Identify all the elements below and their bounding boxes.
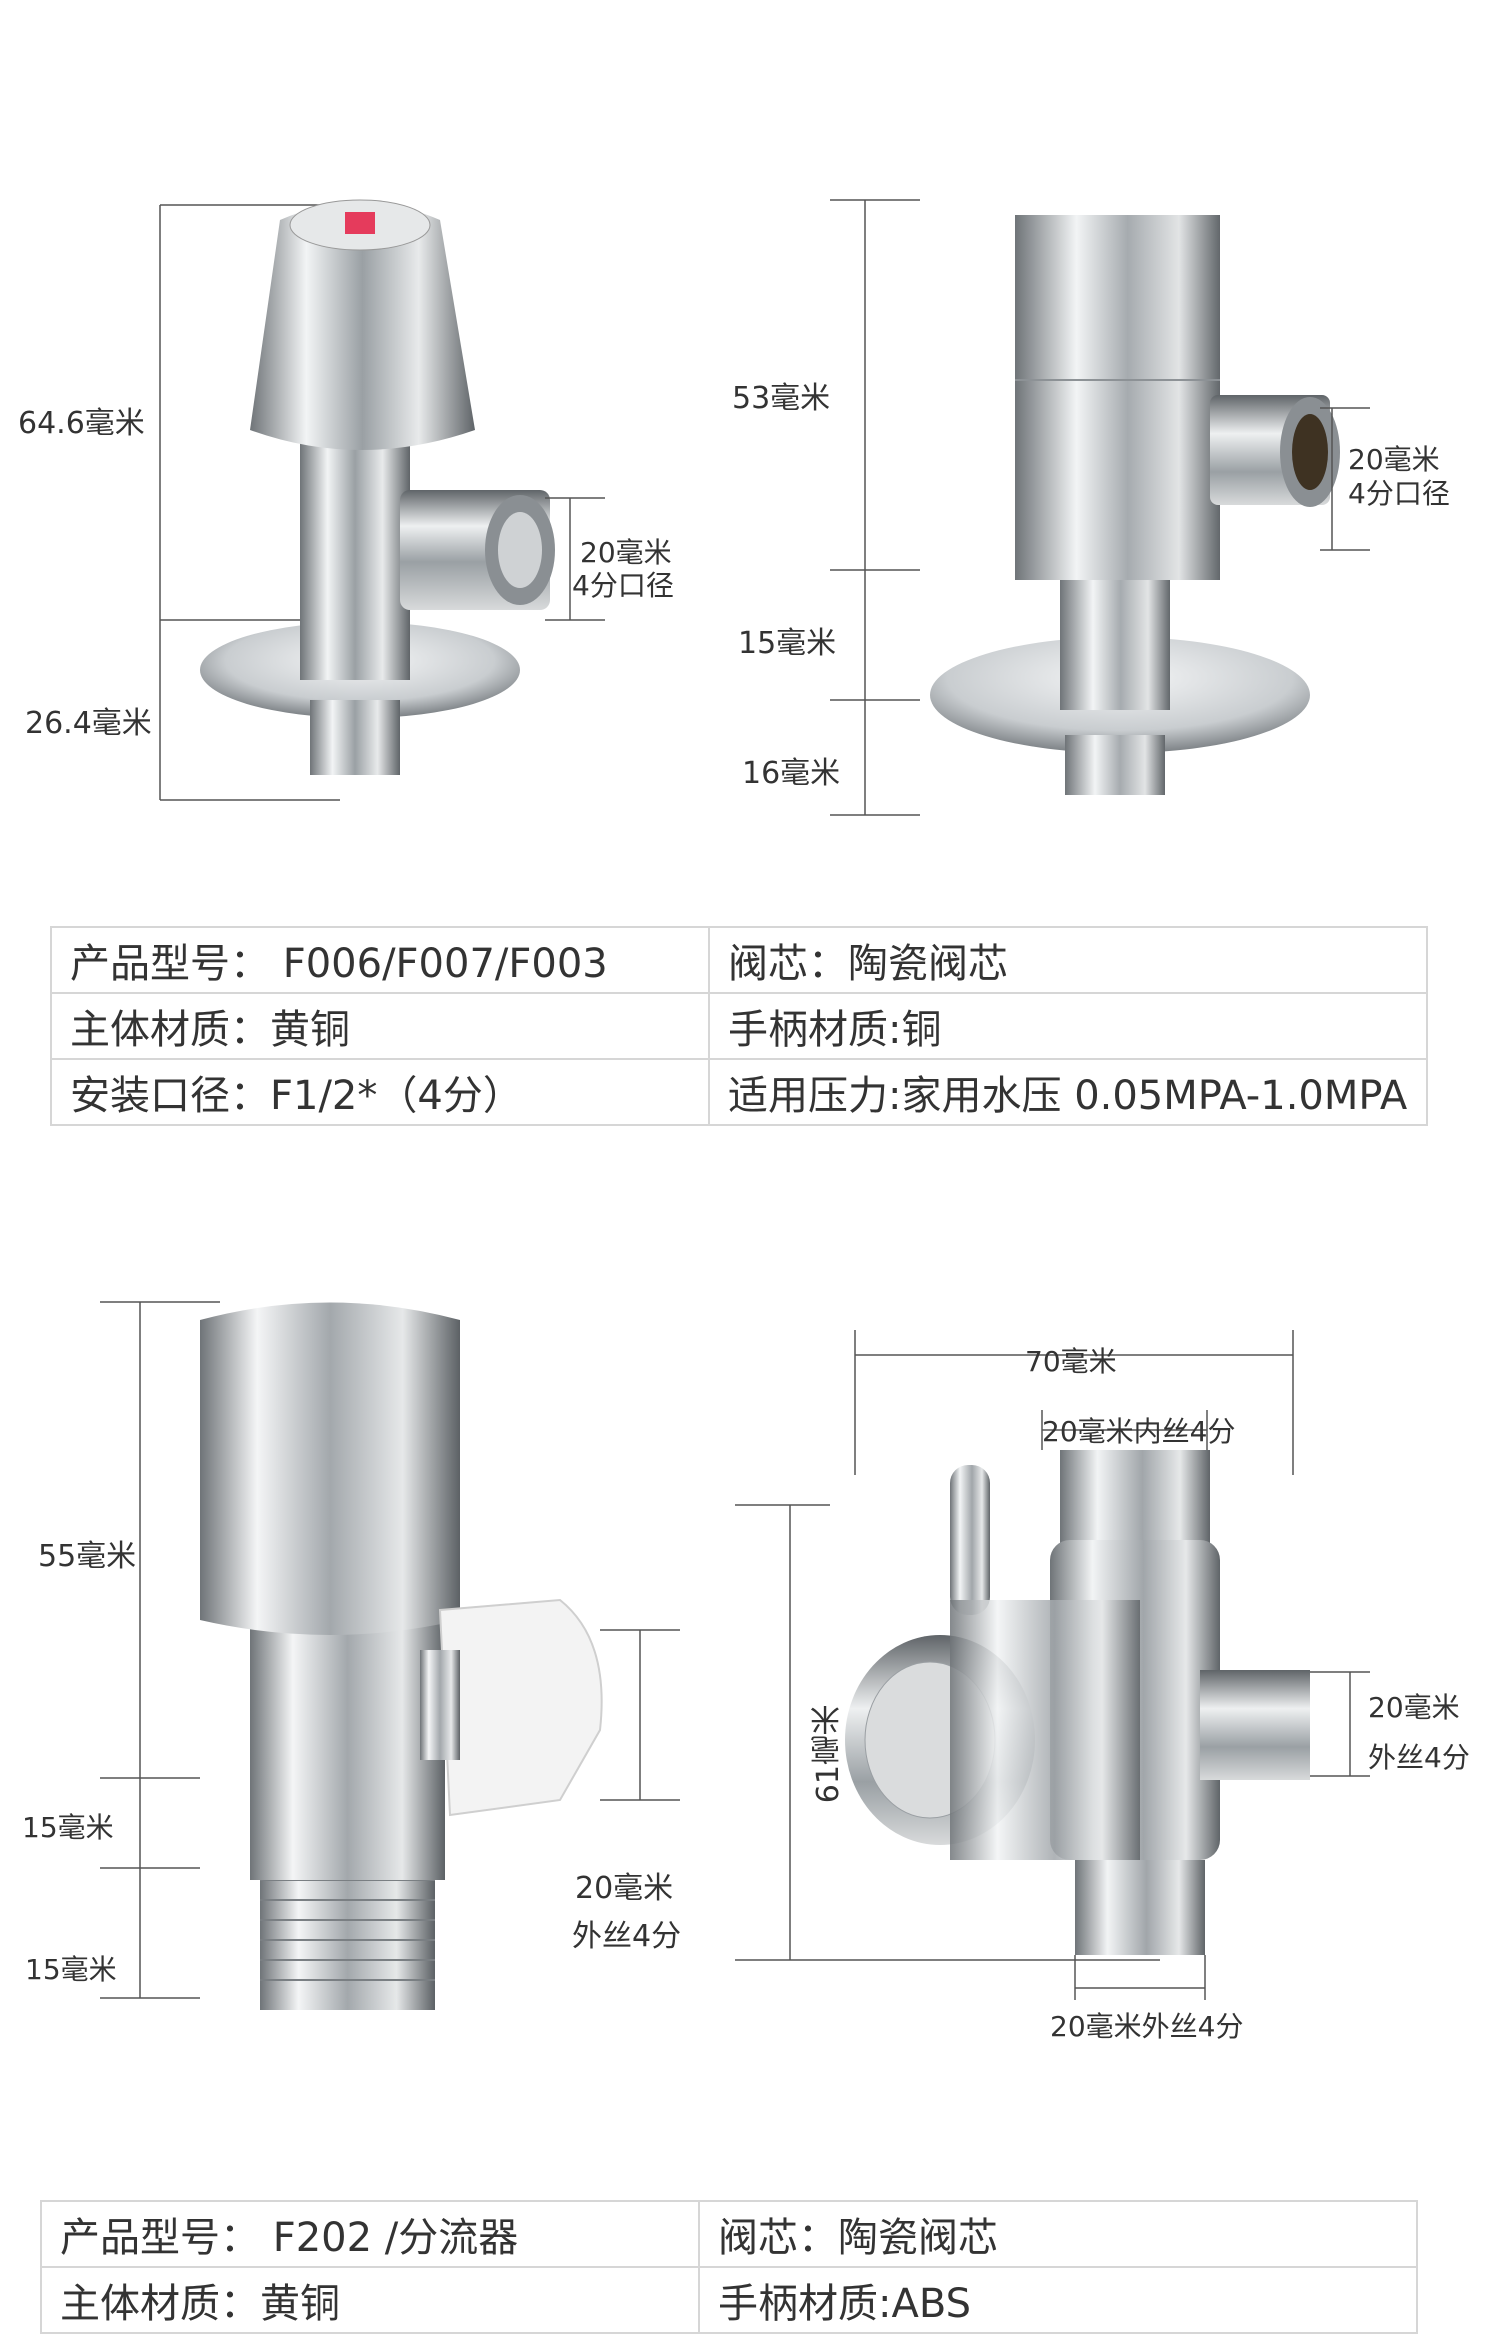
spec-pressure: 适用压力:家用水压 0.05MPA-1.0MPA [708, 1058, 1428, 1126]
product-4-dim-top-inlet: 20毫米内丝4分 [1042, 1415, 1236, 1448]
spec-model: 产品型号： F202 /分流器 [40, 2200, 700, 2268]
spec-body-material: 主体材质：黄铜 [50, 992, 710, 1060]
product-3-dim-top: 55毫米 [38, 1539, 137, 1574]
spec-table-1: 产品型号： F006/F007/F003 阀芯：陶瓷阀芯 主体材质：黄铜 手柄材… [50, 926, 1428, 1126]
spec-body-material: 主体材质：黄铜 [40, 2266, 700, 2334]
product-1-dim-outlet-size: 20毫米 [580, 536, 672, 569]
product-1-valve-illustration [159, 199, 605, 801]
spec-valve-core: 阀芯：陶瓷阀芯 [708, 926, 1428, 994]
table-row: 安装口径：F1/2*（4分） 适用压力:家用水压 0.05MPA-1.0MPA [50, 1058, 1428, 1126]
product-3-valve-illustration [100, 1301, 680, 2010]
spec-handle-material: 手柄材质:ABS [698, 2266, 1418, 2334]
spec-table-2: 产品型号： F202 /分流器 阀芯：陶瓷阀芯 主体材质：黄铜 手柄材质:ABS [40, 2200, 1418, 2334]
spec-handle-material: 手柄材质:铜 [708, 992, 1428, 1060]
product-4-diverter-illustration [735, 1330, 1370, 2000]
product-4-dim-bottom-outlet: 20毫米外丝4分 [1050, 2010, 1244, 2043]
product-4-dim-height: 61毫米 [811, 1705, 846, 1804]
product-1-figure: 64.6毫米 26.4毫米 20毫米 4分口径 [0, 180, 720, 840]
product-1-dim-total: 64.6毫米 [18, 406, 145, 441]
table-row: 主体材质：黄铜 手柄材质:铜 [50, 992, 1428, 1060]
product-4-dim-side-size: 20毫米 [1368, 1691, 1460, 1724]
spec-install-size: 安装口径：F1/2*（4分） [50, 1058, 710, 1126]
product-1-dim-base: 26.4毫米 [25, 706, 152, 741]
product-2-dim-mid: 15毫米 [738, 626, 837, 661]
product-1-dim-outlet-caliber: 4分口径 [572, 569, 674, 602]
product-3-dim-outlet-size: 20毫米 [575, 1871, 674, 1906]
product-4-figure: 70毫米 20毫米内丝4分 61毫米 20毫米 外丝4分 20毫米外丝4分 [720, 1300, 1500, 2060]
product-4-dim-side-thread: 外丝4分 [1368, 1741, 1470, 1774]
spec-valve-core: 阀芯：陶瓷阀芯 [698, 2200, 1418, 2268]
product-2-figure: 53毫米 15毫米 16毫米 20毫米 4分口径 [720, 180, 1500, 840]
product-3-figure: 55毫米 15毫米 15毫米 20毫米 外丝4分 [0, 1280, 720, 2040]
product-2-dim-top: 53毫米 [732, 381, 831, 416]
product-3-dim-mid: 15毫米 [22, 1811, 114, 1844]
product-2-valve-illustration [830, 199, 1370, 816]
product-4-dim-width: 70毫米 [1025, 1345, 1117, 1378]
product-2-dim-outlet-size: 20毫米 [1348, 443, 1440, 476]
table-row: 主体材质：黄铜 手柄材质:ABS [40, 2266, 1418, 2334]
table-row: 产品型号： F202 /分流器 阀芯：陶瓷阀芯 [40, 2200, 1418, 2268]
product-3-dim-bottom: 15毫米 [25, 1953, 117, 1986]
spec-model: 产品型号： F006/F007/F003 [50, 926, 710, 994]
product-2-dim-bottom: 16毫米 [742, 756, 841, 791]
product-2-dim-outlet-caliber: 4分口径 [1348, 477, 1450, 510]
product-3-dim-outlet-thread: 外丝4分 [572, 1919, 682, 1954]
table-row: 产品型号： F006/F007/F003 阀芯：陶瓷阀芯 [50, 926, 1428, 994]
